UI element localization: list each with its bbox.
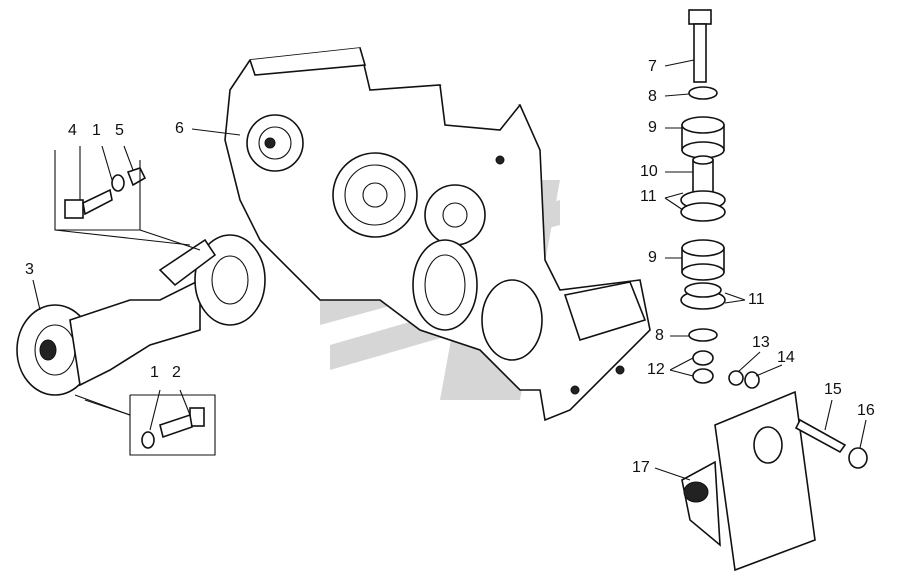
callout-box-top [54,150,141,231]
callout-box-bottom [129,394,216,456]
washer-16 [848,447,868,469]
label-part-15: 15 [824,381,842,398]
label-part-1: 1 [92,122,101,139]
label-part-9: 9 [648,119,657,136]
label-part-1-lower: 1 [150,364,159,381]
label-part-6: 6 [175,120,184,137]
label-part-17: 17 [632,459,650,476]
label-part-10: 10 [640,163,658,180]
cardan-shaft [16,234,266,396]
washer-1b [141,431,155,449]
nut-5 [126,167,147,187]
label-part-11: 11 [640,188,657,205]
label-part-7: 7 [648,58,657,75]
gearbox-housing [224,47,651,422]
mount-stack [680,9,760,389]
label-part-4: 4 [68,122,77,139]
label-part-3: 3 [25,261,34,278]
bolt-15 [794,418,847,454]
label-part-5: 5 [115,122,124,139]
label-part-8: 8 [648,88,657,105]
bolt-2 [159,407,205,439]
washer-1 [111,174,125,192]
label-part-8-lower: 8 [655,327,664,344]
leader-lines [32,59,867,481]
label-part-16: 16 [857,402,875,419]
label-part-9-lower: 9 [648,249,657,266]
label-part-11-lower: 11 [748,291,765,308]
label-part-12: 12 [647,361,665,378]
label-part-2: 2 [172,364,181,381]
label-part-13: 13 [752,334,770,351]
bolt-4 [64,188,113,219]
label-part-14: 14 [777,349,795,366]
bracket-17 [681,390,816,572]
